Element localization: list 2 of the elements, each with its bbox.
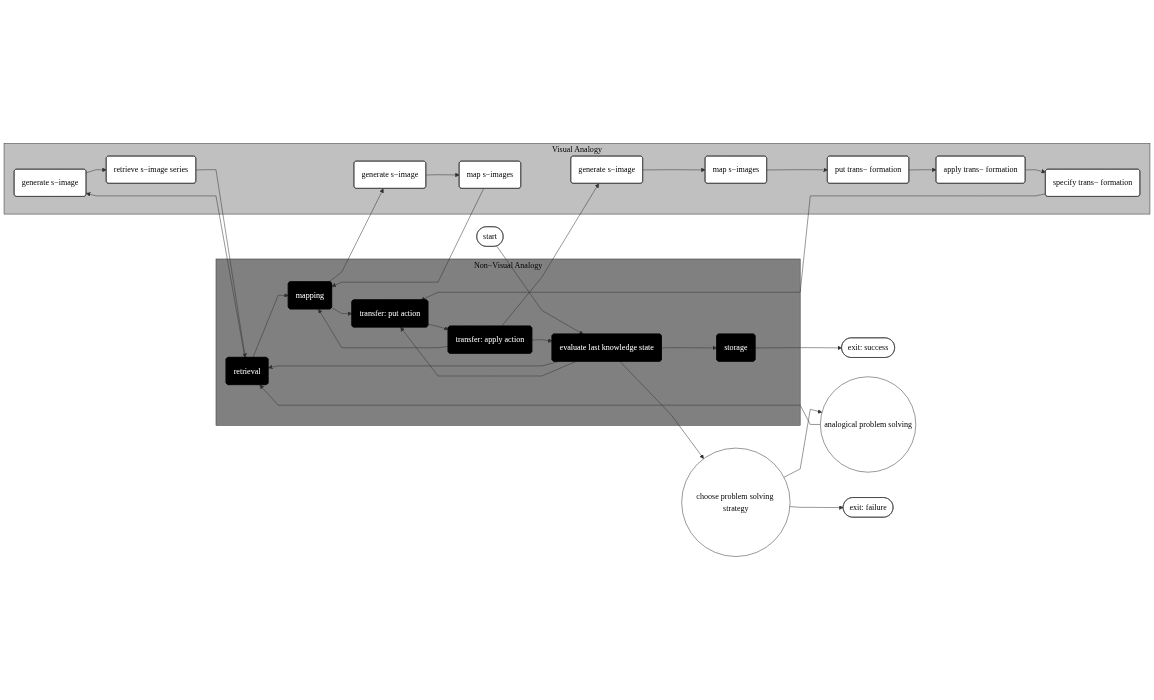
node-circle: choose problem solving strategy xyxy=(681,447,791,557)
node-circle: analogical problem solving xyxy=(820,376,917,473)
